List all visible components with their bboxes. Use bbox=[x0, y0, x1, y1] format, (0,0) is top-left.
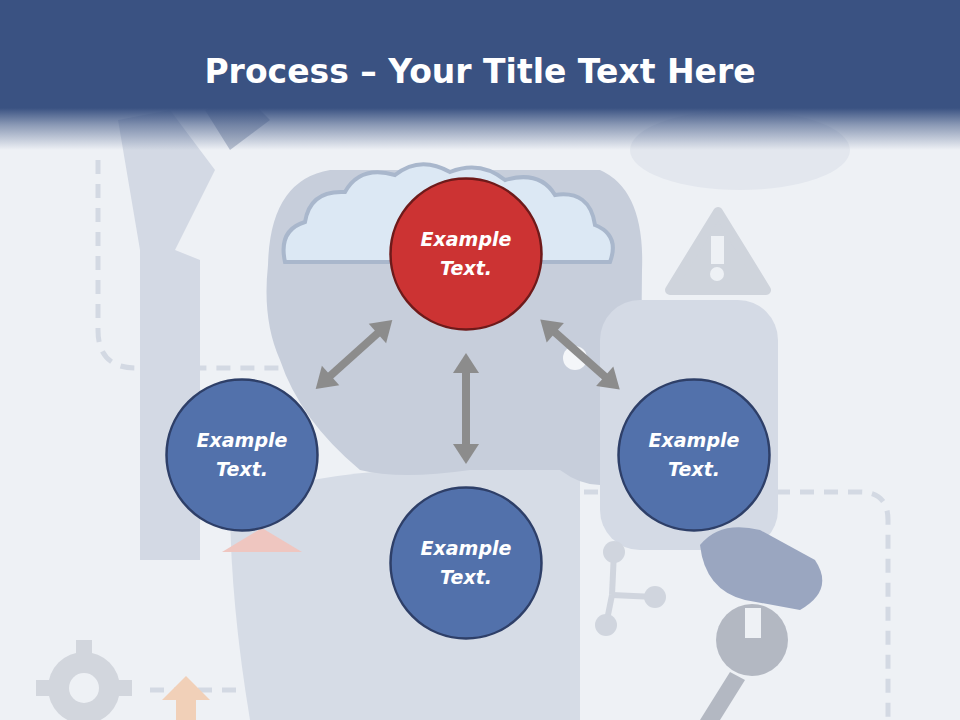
circle-shape bbox=[617, 378, 771, 532]
node-text: Example Text. bbox=[190, 426, 294, 484]
process-circle: Example Text. bbox=[617, 378, 771, 532]
node-text: Example Text. bbox=[414, 534, 518, 592]
process-circle: Example Text. bbox=[389, 486, 543, 640]
process-circle: Example Text. bbox=[389, 177, 543, 331]
circle-shape bbox=[389, 177, 543, 331]
node-text: Example Text. bbox=[414, 225, 518, 283]
circle-shape bbox=[389, 486, 543, 640]
double-arrow bbox=[453, 353, 479, 464]
process-circle: Example Text. bbox=[165, 378, 319, 532]
node-text: Example Text. bbox=[642, 426, 746, 484]
double-arrow bbox=[540, 319, 619, 389]
slide-title: Process – Your Title Text Here bbox=[0, 52, 960, 91]
double-arrow bbox=[316, 320, 393, 389]
circle-shape bbox=[165, 378, 319, 532]
